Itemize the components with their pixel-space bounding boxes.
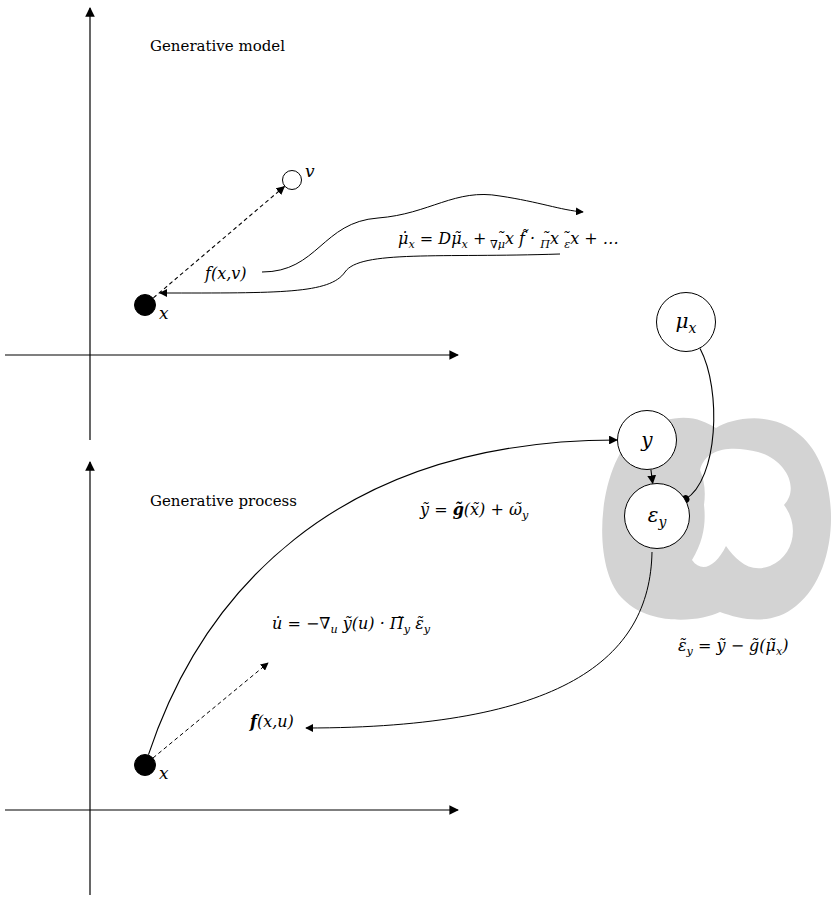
y-axis (89, 8, 90, 440)
node-label: x (159, 763, 169, 783)
arrow-connector (651, 470, 653, 484)
x-axis (5, 809, 458, 810)
curved-arrow (160, 254, 560, 293)
equation: μ̇x = Dμ̃x + ∇μ̃x f̃ · Π̃x ε̃x + … (398, 229, 619, 252)
node-label: v (305, 161, 315, 181)
flow-arrow (153, 663, 268, 758)
hidden-state-dot: x (134, 754, 156, 776)
arrow-connector (153, 186, 284, 297)
curved-arrow (306, 552, 652, 728)
equation: ε̃y = ỹ − g̃(μ̃x) (678, 636, 789, 659)
x-axis (5, 354, 458, 355)
node-label: μx (676, 309, 697, 336)
panel-title: Generative model (150, 37, 285, 55)
state-circle: εy (624, 483, 690, 549)
hidden-state-dot: x (134, 294, 156, 316)
function-label: f(x,u) (250, 712, 294, 731)
state-circle: μx (656, 292, 716, 352)
node-label: εy (648, 503, 667, 530)
arrow-connector (148, 440, 617, 755)
node-label: x (159, 303, 169, 323)
y-axis (89, 462, 90, 895)
equation: u̇ = −∇u ỹ(u) · Π̃y ε̃y (272, 614, 430, 637)
state-circle: y (617, 410, 677, 470)
node-label: y (641, 428, 652, 452)
equation: ỹ = g̃(x̃) + ω̃y (420, 500, 528, 523)
cause-circle: v (282, 170, 302, 190)
modulatory-connector (685, 349, 713, 500)
panel-title: Generative process (150, 492, 297, 510)
function-label: f(x,v) (205, 264, 247, 283)
